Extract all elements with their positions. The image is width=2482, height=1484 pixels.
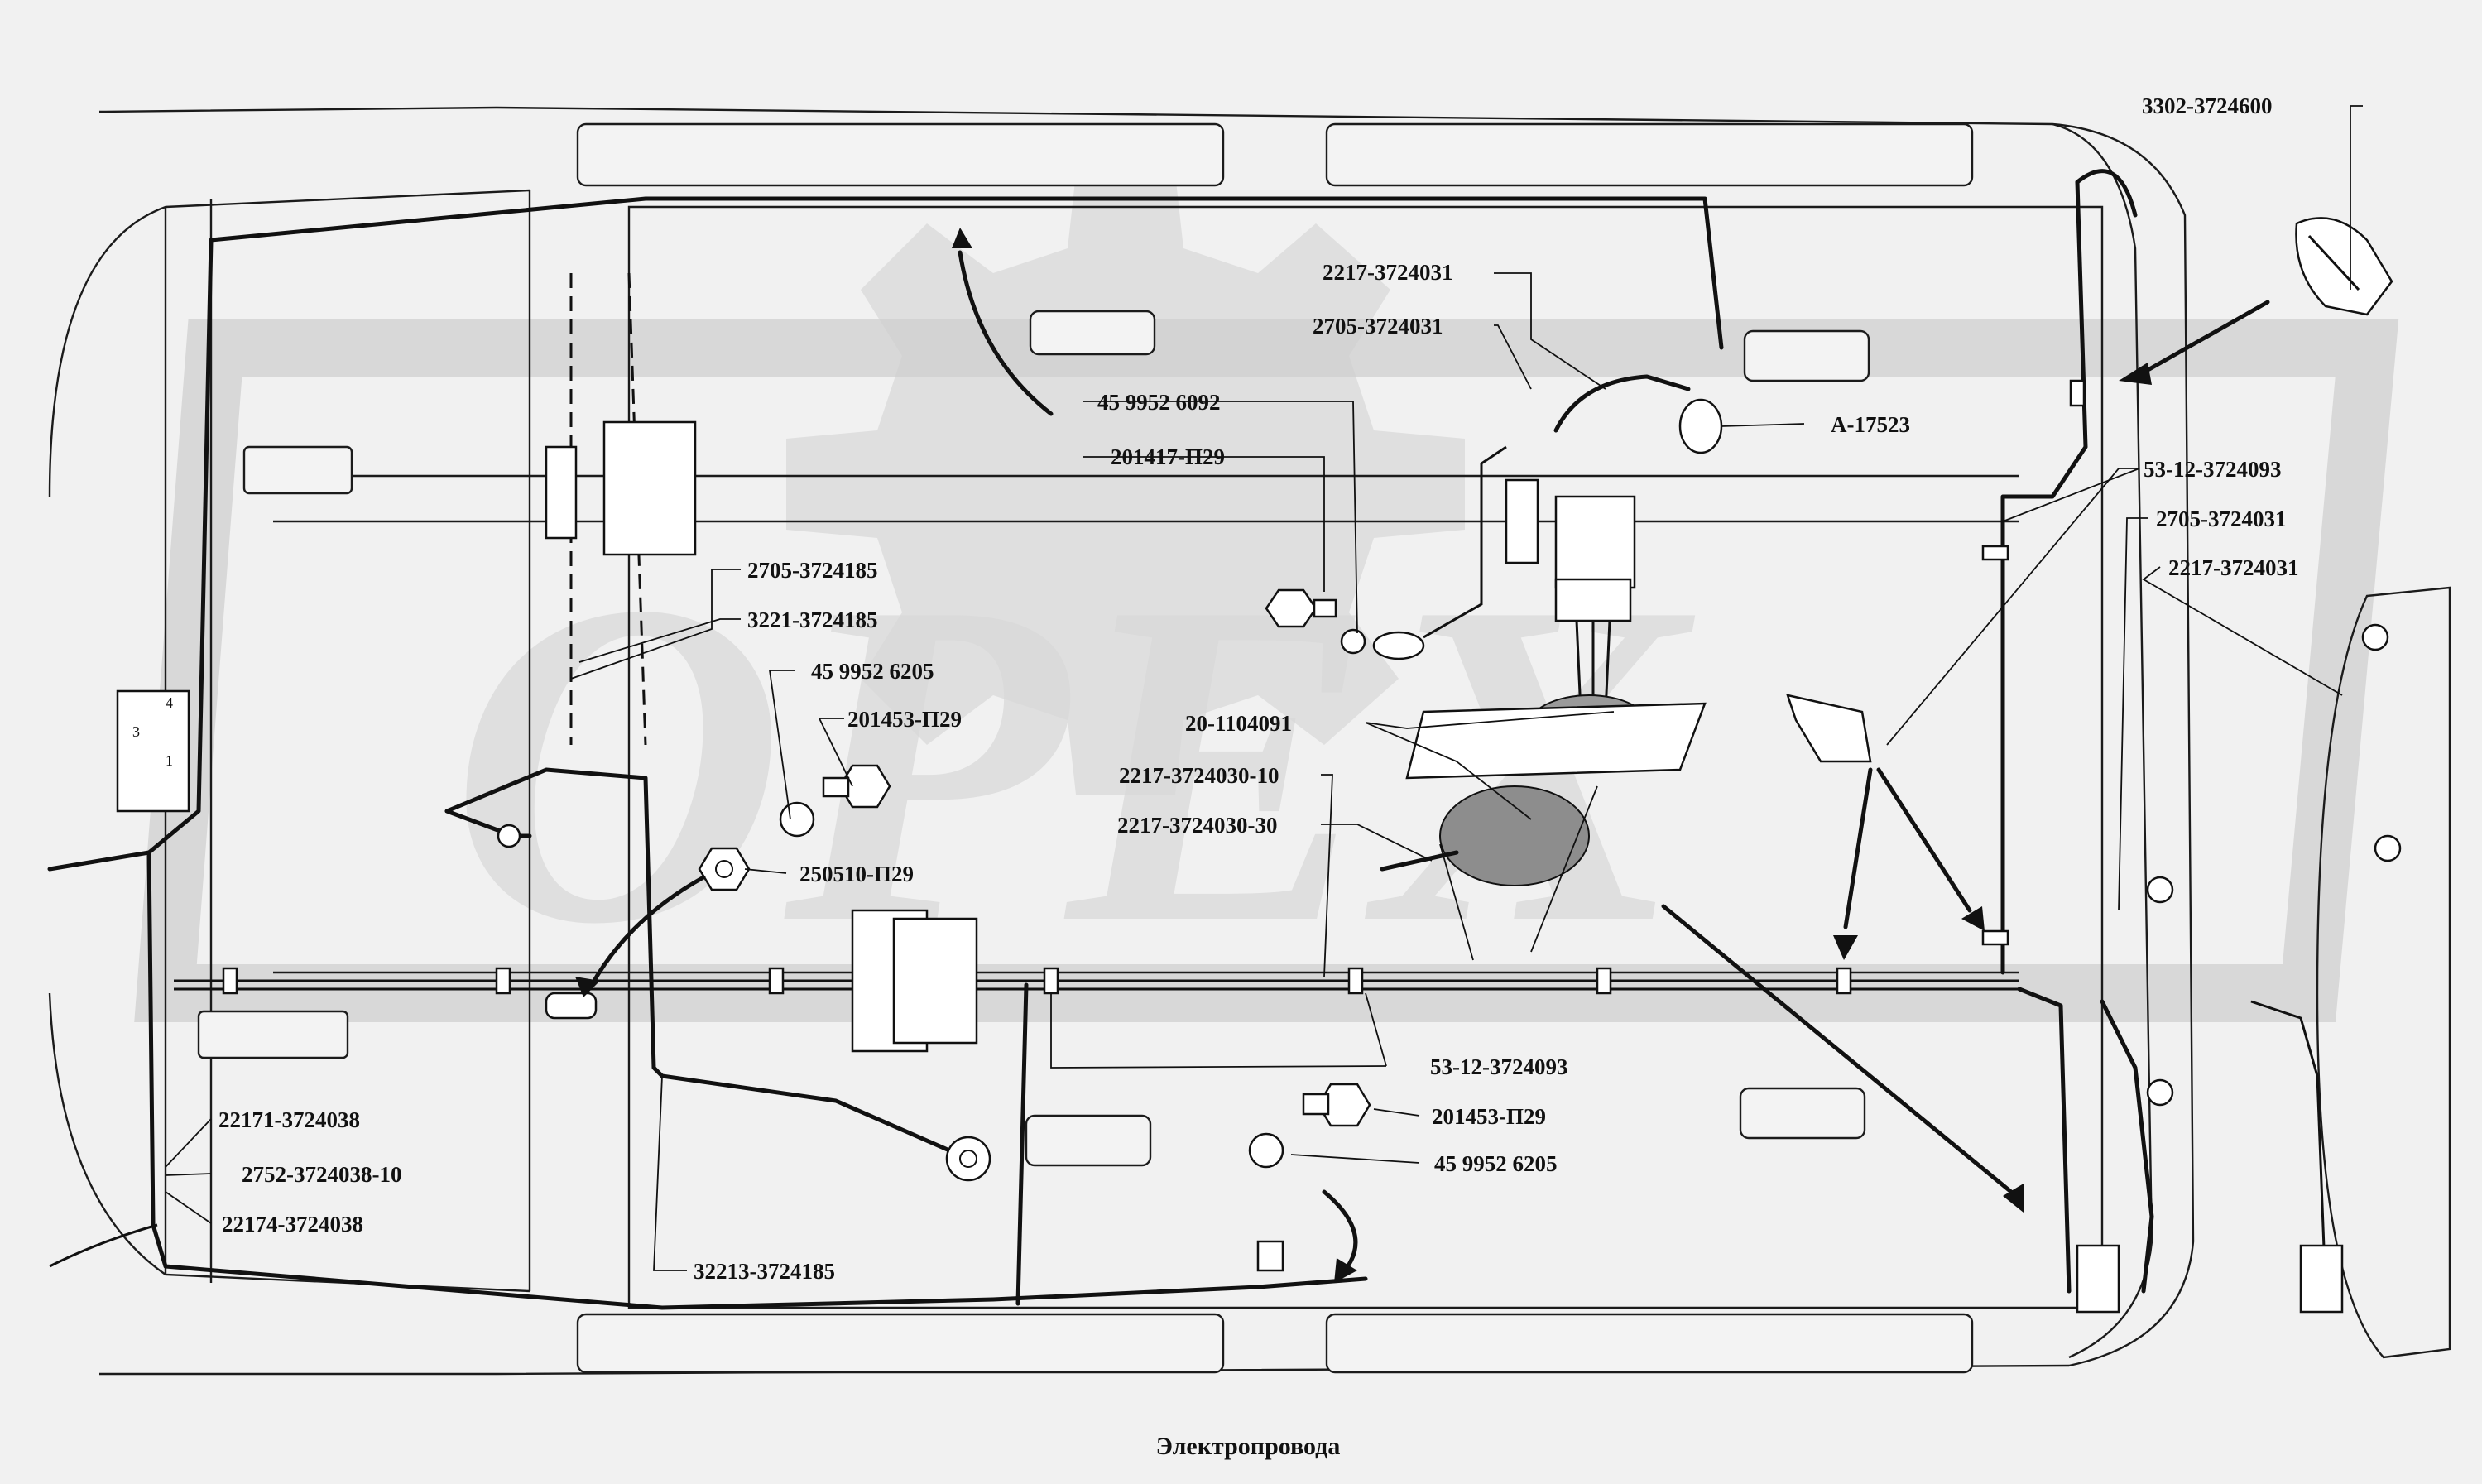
label-3302-3724600: 3302-3724600 (2142, 94, 2273, 118)
label-2217-3724030-10: 2217-3724030-10 (1119, 763, 1279, 788)
wiring-harness (47, 169, 2327, 1310)
label-53-12-3724093-right: 53-12-3724093 (2144, 457, 2281, 482)
watermark: ОРЕХ (134, 174, 2399, 1022)
label-45-9952-6205-top: 45 9952 6205 (811, 659, 934, 684)
floor-pads (197, 122, 1974, 1374)
label-2217-3724031-right: 2217-3724031 (2168, 555, 2299, 580)
clip-detail (1786, 694, 1872, 763)
bolt-left (779, 764, 891, 838)
bottom-switch (1256, 1240, 1284, 1272)
label-22174-3724038: 22174-3724038 (222, 1212, 363, 1237)
label-22171-3724038: 22171-3724038 (218, 1107, 360, 1132)
label-53-12-3724093-bottom: 53-12-3724093 (1430, 1054, 1567, 1079)
connector-3302 (2295, 217, 2393, 316)
svg-text:4: 4 (166, 694, 173, 711)
diagram-caption: Электропровода (1156, 1433, 1341, 1460)
label-2705-3724031-top: 2705-3724031 (1313, 314, 1443, 339)
label-201417-p29: 201417-П29 (1111, 444, 1225, 469)
label-a-17523: А-17523 (1831, 412, 1910, 437)
label-2752-3724038-10: 2752-3724038-10 (242, 1162, 401, 1187)
leader-lines (165, 105, 2363, 1271)
label-2217-3724031-top: 2217-3724031 (1323, 260, 1453, 285)
nut (698, 847, 751, 891)
label-45-9952-6092: 45 9952 6092 (1097, 390, 1221, 415)
parts: 3 4 1 (116, 217, 2402, 1314)
label-32213-3724185: 32213-3724185 (694, 1259, 835, 1284)
bolt-top (1265, 588, 1366, 655)
label-2705-3724031-right: 2705-3724031 (2156, 507, 2287, 531)
label-2705-3724185: 2705-3724185 (747, 558, 878, 583)
svg-text:3: 3 (132, 723, 140, 740)
bolt-bottom (1248, 1083, 1371, 1169)
harness-clips (222, 379, 2086, 995)
label-3221-3724185: 3221-3724185 (747, 608, 878, 632)
label-45-9952-6205-bottom: 45 9952 6205 (1434, 1151, 1558, 1176)
label-201453-p29-top: 201453-П29 (847, 707, 962, 732)
label-250510-p29: 250510-П29 (799, 862, 914, 886)
arrows (575, 228, 2270, 1283)
part-labels: 3302-3724600 2217-3724031 2705-3724031 А… (218, 94, 2299, 1284)
lamp-sockets (2076, 623, 2402, 1314)
label-2217-3724030-30: 2217-3724030-30 (1117, 813, 1277, 838)
label-201453-p29-bottom: 201453-П29 (1432, 1104, 1546, 1129)
label-20-1104091: 20-1104091 (1185, 711, 1292, 736)
svg-text:1: 1 (166, 752, 173, 769)
